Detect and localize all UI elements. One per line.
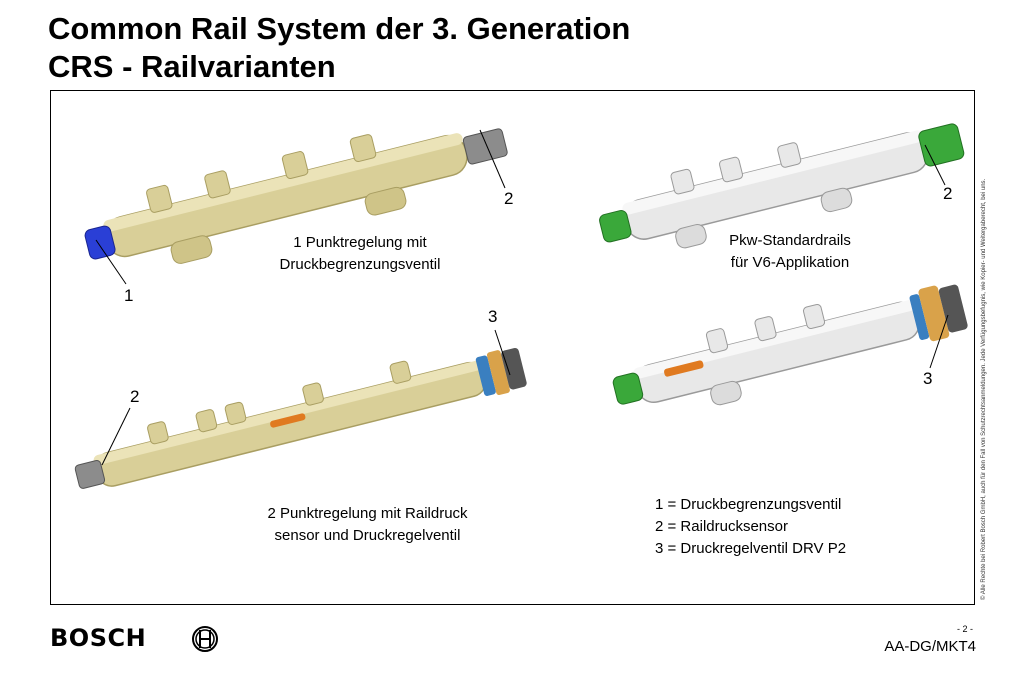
rail-image-v6-upper <box>599 123 965 249</box>
rail-image-variant2 <box>74 347 527 489</box>
callout-number-2: 2 <box>130 387 140 406</box>
caption-line: für V6-Applikation <box>730 254 850 271</box>
caption-line: 1 Punktregelung mit <box>293 234 427 251</box>
legend-item: 1 = Druckbegrenzungsventil <box>655 496 842 513</box>
legend-item: 3 = Druckregelventil DRV P2 <box>655 540 847 557</box>
copyright-notice: © Alle Rechte bei Robert Bosch GmbH, auc… <box>981 178 987 600</box>
callout-number-1: 1 <box>124 286 134 305</box>
callout-number-3: 3 <box>923 369 933 388</box>
callout-number-2: 2 <box>943 184 953 203</box>
rail-image-v6-lower <box>612 284 968 406</box>
caption-variant-1: 1 Punktregelung mit Druckbegrenzungsvent… <box>255 232 465 276</box>
caption-line: Pkw-Standardrails <box>729 232 851 249</box>
legend-item: 2 = Raildrucksensor <box>655 518 788 535</box>
callout-number-2: 2 <box>504 189 514 208</box>
caption-line: 2 Punktregelung mit Raildruck <box>267 505 468 522</box>
department-code: AA-DG/MKT4 <box>884 638 976 655</box>
title-line-1: Common Rail System der 3. Generation <box>48 11 631 46</box>
title-line-2: CRS - Railvarianten <box>48 49 336 84</box>
bosch-logo: BOSCH <box>50 624 147 652</box>
caption-line: Druckbegrenzungsventil <box>279 256 441 273</box>
rail-image-variant1 <box>84 128 508 264</box>
legend: 1 = Druckbegrenzungsventil 2 = Raildruck… <box>655 494 846 560</box>
caption-variant-2: 2 Punktregelung mit Raildruck sensor und… <box>235 503 500 547</box>
caption-line: sensor und Druckregelventil <box>274 527 461 544</box>
bosch-armature-icon <box>192 626 218 652</box>
page-number: - 2 - <box>956 624 973 634</box>
page-title: Common Rail System der 3. Generation CRS… <box>48 10 630 86</box>
content-frame <box>50 90 975 605</box>
caption-v6: Pkw-Standardrails für V6-Applikation <box>700 230 880 274</box>
callout-number-3: 3 <box>488 307 498 326</box>
